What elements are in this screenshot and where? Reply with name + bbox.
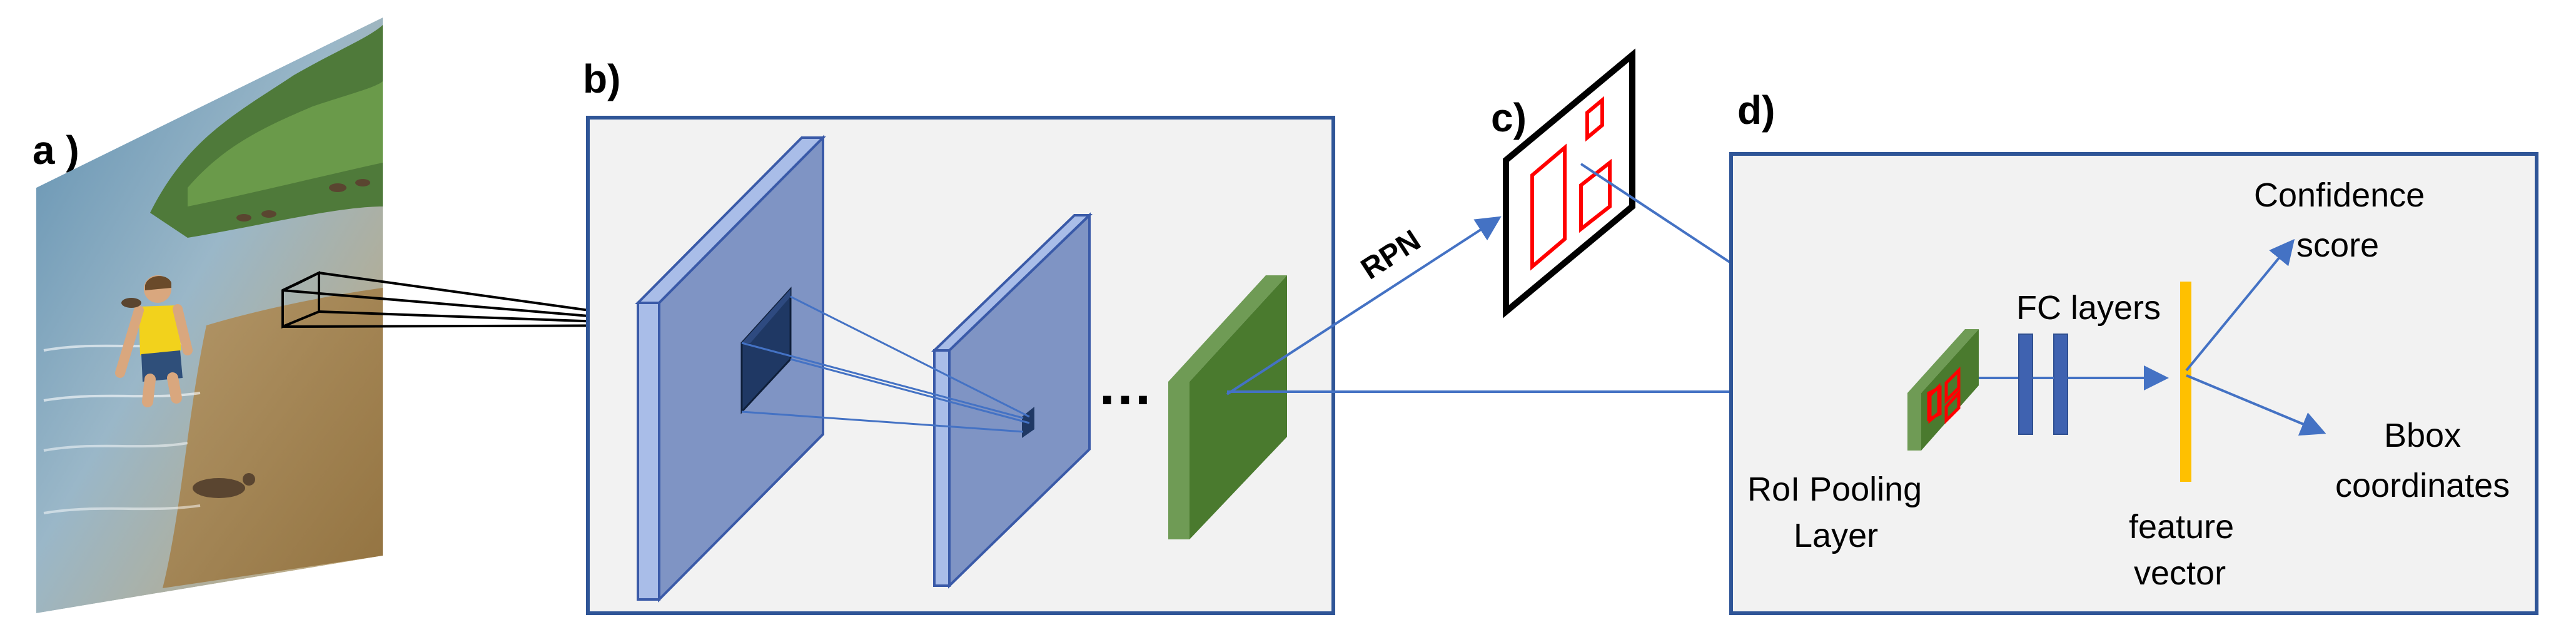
ellipsis-dots: … bbox=[1097, 354, 1153, 417]
roi-pooling-layer bbox=[1907, 329, 1979, 451]
panel-label-d: d) bbox=[1737, 88, 1775, 133]
proposal-box-2 bbox=[1579, 158, 1612, 233]
ducks bbox=[121, 179, 370, 498]
fc-layer-2 bbox=[2053, 334, 2068, 435]
feature-map-1 bbox=[635, 135, 826, 603]
proposal-box-1 bbox=[1530, 143, 1567, 271]
panel-label-a: a ) bbox=[33, 128, 79, 173]
roi-pooling-label-line2: Layer bbox=[1794, 517, 1878, 554]
panel-label-c: c) bbox=[1491, 95, 1527, 140]
confidence-arrow bbox=[2185, 238, 2295, 372]
roi-pooling-label-line1: RoI Pooling bbox=[1747, 471, 1922, 508]
feature-map-2 bbox=[931, 212, 1093, 589]
rpn-arrow bbox=[1226, 216, 1502, 395]
bbox-arrow bbox=[2186, 374, 2326, 436]
panel-label-b: b) bbox=[583, 56, 620, 101]
bbox-label-line2: coordinates bbox=[2335, 467, 2510, 504]
final-feature-map bbox=[1168, 275, 1287, 539]
child-figure bbox=[115, 275, 193, 407]
confidence-label-line2: score bbox=[2296, 227, 2379, 264]
fc-layer-1 bbox=[2018, 334, 2033, 435]
input-image bbox=[36, 18, 383, 613]
region-proposals bbox=[1503, 48, 1635, 318]
feature-vector-bar bbox=[2180, 282, 2191, 482]
feature-vector-label-line1: feature bbox=[2129, 508, 2234, 546]
proposal-box-3 bbox=[1585, 96, 1604, 142]
kernel-connections bbox=[741, 295, 1030, 433]
feature-vector-label-line2: vector bbox=[2134, 554, 2226, 592]
fc-layers-label: FC layers bbox=[2016, 289, 2161, 327]
head-panel bbox=[1729, 152, 2538, 615]
bbox-label-line1: Bbox bbox=[2384, 417, 2461, 454]
rpn-label: RPN bbox=[1355, 224, 1427, 287]
confidence-label-line1: Confidence bbox=[2254, 176, 2425, 214]
